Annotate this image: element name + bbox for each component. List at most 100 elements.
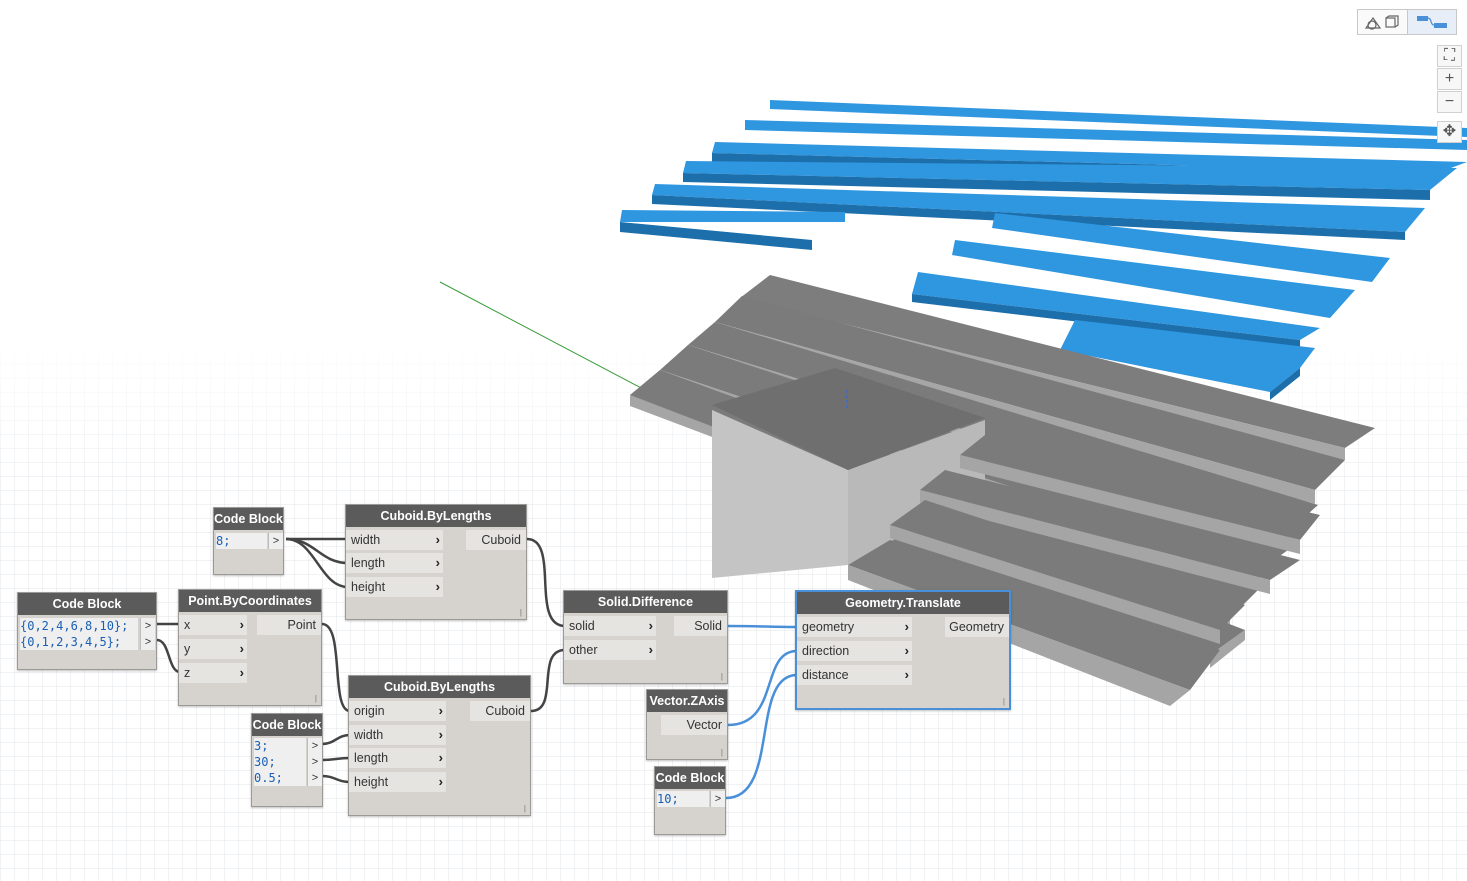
output-port-3[interactable]: > [307, 770, 322, 786]
solid-difference-node[interactable]: Solid.Difference solid› other› Solid | [563, 590, 728, 684]
chevron-right-icon: › [435, 579, 440, 594]
input-port-height[interactable]: height › [349, 772, 446, 792]
port-label: geometry [802, 620, 855, 634]
zoom-controls: ⛶ + − ✥ [1437, 45, 1462, 144]
chevron-right-icon: › [904, 619, 909, 634]
cuboid-by-lengths-node-1[interactable]: Cuboid.ByLengths width› length› height› … [345, 504, 527, 620]
input-port-other[interactable]: other › [564, 640, 656, 660]
input-port-z[interactable]: z› [179, 663, 247, 683]
chevron-right-icon: › [239, 665, 244, 680]
port-label: x [184, 618, 191, 632]
input-port-geometry[interactable]: geometry › [797, 617, 912, 637]
resize-handle-icon[interactable]: | [1002, 697, 1005, 706]
resize-handle-icon[interactable]: | [720, 672, 723, 681]
zoom-in-button[interactable]: + [1437, 68, 1462, 90]
node-title: Code Block [655, 767, 725, 789]
chevron-right-icon: › [438, 727, 443, 742]
point-by-coordinates-node[interactable]: Point.ByCoordinates x› y› z› Point | [178, 589, 322, 706]
resize-handle-icon[interactable]: | [720, 748, 723, 757]
graph-view-icon [1416, 16, 1447, 28]
node-title: Cuboid.ByLengths [349, 676, 530, 698]
code-block-dimensions[interactable]: Code Block 3; 30; 0.5; > > > [251, 713, 323, 807]
node-title: Code Block [252, 714, 322, 736]
port-label: length [354, 751, 389, 765]
chevron-right-icon: › [435, 555, 440, 570]
input-port-origin[interactable]: origin › [349, 701, 446, 721]
node-title: Vector.ZAxis [647, 690, 727, 712]
input-port-y[interactable]: y› [179, 639, 247, 659]
input-port-direction[interactable]: direction › [797, 641, 912, 661]
chevron-right-icon: › [435, 532, 440, 547]
node-title: Code Block [18, 593, 156, 615]
output-port-1[interactable]: > [307, 738, 322, 754]
chevron-right-icon: › [438, 774, 443, 789]
blue-slabs [620, 100, 1467, 400]
port-label: length [351, 556, 386, 570]
output-port-2[interactable]: > [307, 754, 322, 770]
code-text[interactable]: 3; 30; 0.5; [254, 738, 306, 786]
port-label: direction [802, 644, 850, 658]
input-port-length[interactable]: length › [349, 748, 446, 768]
port-label: distance [802, 668, 849, 682]
chevron-right-icon: › [904, 667, 909, 682]
port-label: height [354, 775, 389, 789]
wires [156, 537, 798, 800]
port-label: z [184, 666, 191, 680]
chevron-right-icon: › [648, 642, 653, 657]
input-port-solid[interactable]: solid › [564, 616, 656, 636]
cuboid-by-lengths-node-2[interactable]: Cuboid.ByLengths origin› width› length› … [348, 675, 531, 816]
output-port-2[interactable]: > [140, 634, 155, 650]
chevron-right-icon: › [904, 643, 909, 658]
port-label: width [354, 728, 384, 742]
port-label: height [351, 580, 386, 594]
port-label: solid [569, 619, 595, 633]
code-block-width[interactable]: Code Block 8; > [213, 507, 284, 575]
chevron-right-icon: › [239, 641, 244, 656]
port-label: y [184, 642, 191, 656]
input-port-distance[interactable]: distance › [797, 665, 912, 685]
zoom-fit-button[interactable]: ⛶ [1437, 45, 1462, 67]
output-port-solid[interactable]: Solid [674, 616, 727, 636]
chevron-right-icon: › [239, 617, 244, 632]
input-port-width[interactable]: width› [346, 530, 443, 550]
code-text[interactable]: 8; [216, 533, 267, 549]
geometry-translate-node[interactable]: Geometry.Translate geometry› direction› … [795, 590, 1011, 710]
port-label: other [569, 643, 598, 657]
resize-handle-icon[interactable]: | [519, 608, 522, 617]
output-port-cuboid[interactable]: Cuboid [470, 701, 530, 721]
grey-stairs [630, 275, 1375, 706]
output-port-geometry[interactable]: Geometry [945, 617, 1009, 637]
pan-button[interactable]: ✥ [1437, 121, 1462, 143]
output-port-1[interactable]: > [140, 618, 155, 634]
input-port-x[interactable]: x› [179, 615, 247, 635]
chevron-right-icon: › [648, 618, 653, 633]
input-port-length[interactable]: length › [346, 553, 443, 573]
code-text[interactable]: 10; [657, 791, 709, 807]
view-toggle [1357, 9, 1457, 35]
geometry-view-button[interactable] [1358, 10, 1407, 34]
vector-zaxis-node[interactable]: Vector.ZAxis Vector | [646, 689, 728, 760]
output-port-point[interactable]: Point [257, 615, 321, 635]
code-block-distance[interactable]: Code Block 10; > [654, 766, 726, 835]
node-title: Point.ByCoordinates [179, 590, 321, 612]
input-port-height[interactable]: height › [346, 577, 443, 597]
node-title: Geometry.Translate [797, 592, 1009, 614]
resize-handle-icon[interactable]: | [523, 804, 526, 813]
chevron-right-icon: › [438, 703, 443, 718]
y-axis-line [439, 281, 646, 391]
geometry-view-icon [1365, 15, 1399, 30]
output-port-cuboid[interactable]: Cuboid [466, 530, 526, 550]
node-title: Cuboid.ByLengths [346, 505, 526, 527]
zoom-out-button[interactable]: − [1437, 91, 1462, 113]
output-port[interactable]: > [710, 791, 725, 807]
code-text[interactable]: {0,2,4,6,8,10}; {0,1,2,3,4,5}; [20, 618, 138, 650]
resize-handle-icon[interactable]: | [314, 694, 317, 703]
input-port-width[interactable]: width › [349, 725, 446, 745]
output-port-vector[interactable]: Vector [661, 715, 727, 735]
port-label: origin [354, 704, 385, 718]
graph-view-button[interactable] [1406, 10, 1456, 34]
code-block-coordinates[interactable]: Code Block {0,2,4,6,8,10}; {0,1,2,3,4,5}… [17, 592, 157, 670]
chevron-right-icon: › [438, 750, 443, 765]
output-port[interactable]: > [268, 533, 283, 549]
